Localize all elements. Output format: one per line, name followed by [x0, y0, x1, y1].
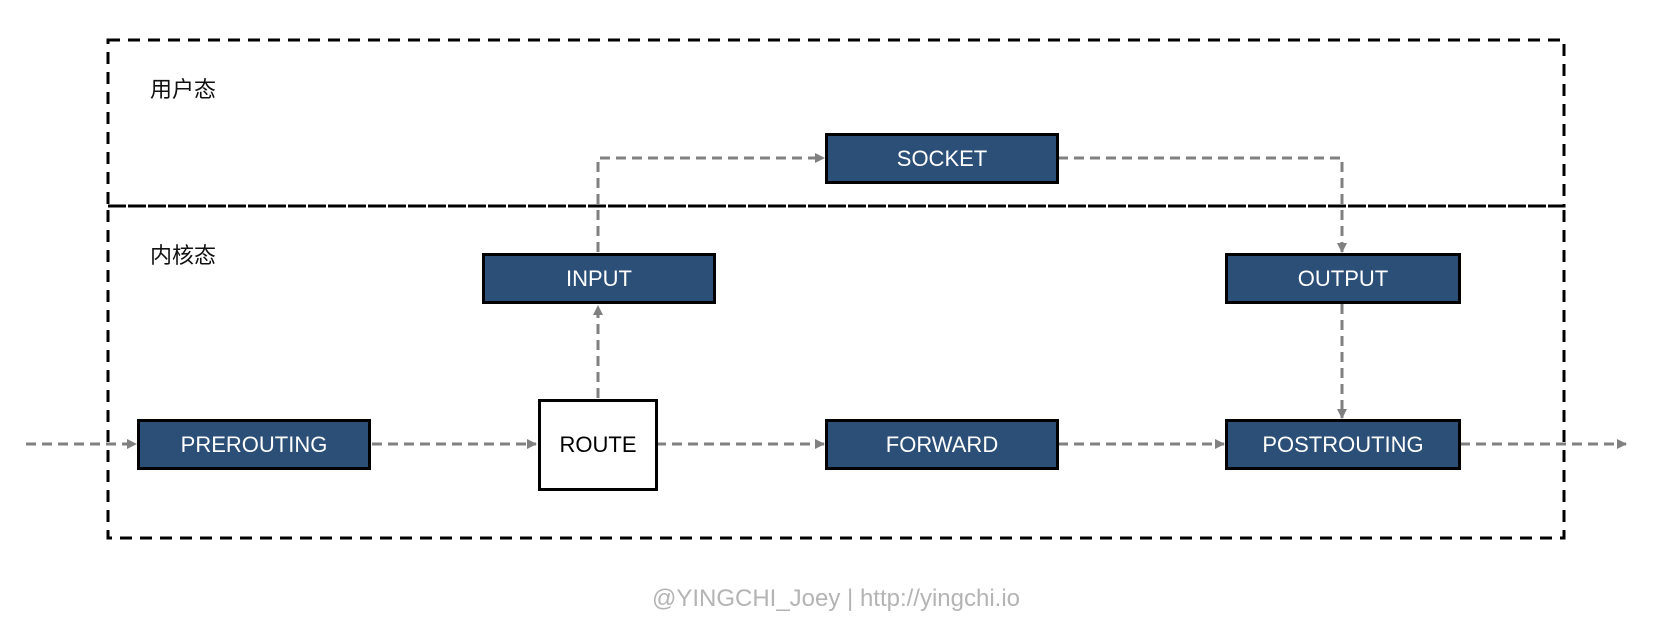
watermark-text: @YINGCHI_Joey | http://yingchi.io	[651, 585, 1021, 612]
socket-node: SOCKET	[825, 133, 1059, 184]
input-chain-node: INPUT	[482, 253, 716, 304]
prerouting-chain-node: PREROUTING	[137, 419, 371, 470]
route-decision-node: ROUTE	[538, 399, 658, 491]
arrow-input-socket	[596, 153, 825, 252]
kernel-space-boundary	[106, 204, 1566, 540]
forward-chain-node: FORWARD	[825, 419, 1059, 470]
output-chain-node: OUTPUT	[1225, 253, 1461, 304]
user-space-label: 用户态	[150, 78, 217, 103]
postrouting-chain-node: POSTROUTING	[1225, 419, 1461, 470]
kernel-space-label: 内核态	[150, 244, 217, 269]
